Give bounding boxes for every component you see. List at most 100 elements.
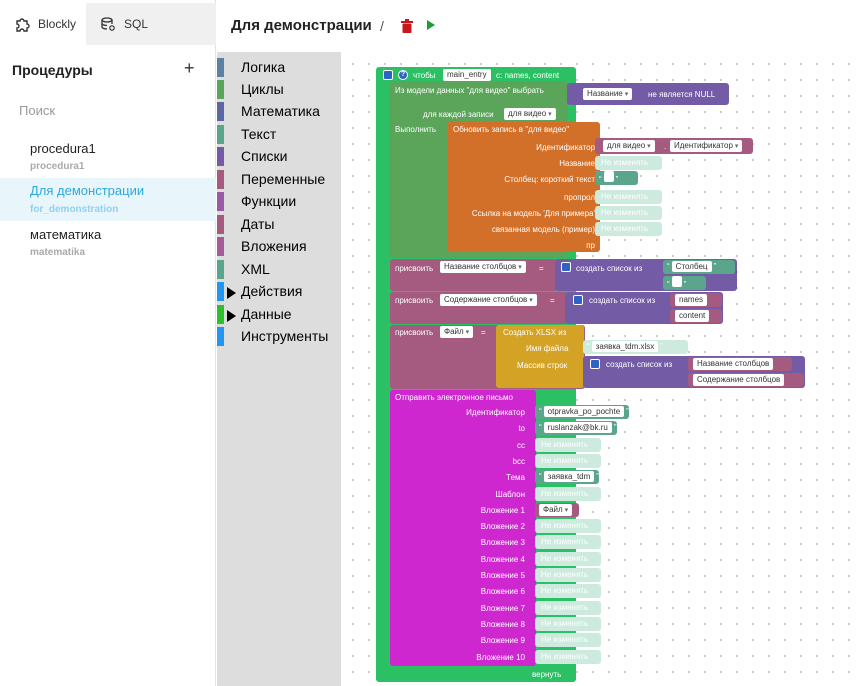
page-title: Для демонстрации bbox=[231, 17, 372, 34]
placeholder-no-change[interactable]: Не изменять bbox=[595, 222, 662, 236]
database-icon bbox=[101, 17, 115, 31]
condition-text: не является NULL bbox=[648, 90, 716, 99]
search-input[interactable] bbox=[10, 96, 206, 124]
placeholder-no-change[interactable]: Не изменять bbox=[535, 519, 601, 534]
tab-blockly[interactable]: Blockly bbox=[0, 3, 86, 45]
toolbox-category[interactable]: Действия bbox=[217, 280, 341, 301]
gear-icon[interactable] bbox=[590, 359, 600, 369]
toolbox-category[interactable]: Текст bbox=[217, 123, 341, 144]
function-params: с: names, content bbox=[496, 71, 560, 80]
text-block[interactable]: “заявка_tdm” bbox=[535, 470, 599, 485]
placeholder-no-change[interactable]: Не изменять bbox=[535, 568, 601, 582]
text-field-column[interactable]: Столбец bbox=[671, 261, 712, 272]
email-text-field[interactable]: заявка_tdm bbox=[543, 471, 595, 483]
procedure-slug: matematika bbox=[30, 247, 86, 258]
add-procedure-button[interactable]: + bbox=[184, 58, 195, 78]
text-block-filename[interactable]: “заявка_tdm.xlsx” bbox=[583, 340, 688, 354]
placeholder-no-change[interactable]: Не изменять bbox=[595, 206, 662, 220]
email-text-field[interactable]: otpravka_po_pochte bbox=[543, 406, 625, 417]
category-label: Текст bbox=[241, 126, 277, 142]
send-email-block[interactable] bbox=[390, 390, 536, 666]
var-content-item[interactable]: Содержание столбцов bbox=[693, 374, 785, 386]
var-names-item[interactable]: Название столбцов bbox=[693, 358, 774, 370]
email-text-field[interactable]: ruslanzak@bk.ru bbox=[543, 422, 612, 434]
placeholder-no-change[interactable]: Не изменять bbox=[535, 600, 601, 615]
toolbox-category[interactable]: Функции bbox=[217, 190, 341, 211]
text-field-empty[interactable] bbox=[671, 276, 682, 287]
toolbox-category[interactable]: Данные bbox=[217, 303, 341, 324]
placeholder-no-change[interactable]: Не изменять bbox=[595, 190, 662, 204]
email-field-label: Вложение 9 bbox=[480, 636, 525, 646]
var-names-dropdown[interactable]: Название столбцов bbox=[440, 261, 526, 273]
foreach-label: для каждой записи bbox=[423, 110, 494, 119]
gear-icon[interactable] bbox=[383, 70, 393, 80]
procedure-name: Для демонстрации bbox=[30, 183, 145, 198]
tab-sql[interactable]: SQL bbox=[86, 3, 166, 45]
left-panel: Blockly SQL Процедуры + procedura1 proce… bbox=[0, 0, 216, 686]
category-label: Логика bbox=[241, 59, 286, 75]
toolbox-category[interactable]: Циклы bbox=[217, 78, 341, 99]
placeholder-no-change[interactable]: Не изменять bbox=[535, 633, 601, 648]
procedure-item[interactable]: математика matematika bbox=[0, 224, 216, 267]
toolbox-category[interactable]: Даты bbox=[217, 213, 341, 234]
tab-bar: Blockly SQL bbox=[0, 3, 216, 45]
foreach-field-dropdown[interactable]: для видео bbox=[504, 108, 556, 120]
text-field-empty[interactable] bbox=[603, 171, 614, 182]
var-content-item[interactable]: content bbox=[675, 310, 710, 322]
text-block[interactable]: “ruslanzak@bk.ru” bbox=[535, 421, 617, 436]
text-block-empty[interactable]: “” bbox=[663, 276, 706, 290]
expand-arrow-icon[interactable] bbox=[227, 310, 236, 322]
text-block-empty[interactable]: “” bbox=[595, 171, 638, 185]
toolbox-category[interactable]: Инструменты bbox=[217, 325, 341, 346]
category-label: Данные bbox=[241, 306, 292, 322]
placeholder-no-change[interactable]: Не изменять bbox=[535, 453, 601, 468]
placeholder-no-change[interactable]: Не изменять bbox=[535, 486, 601, 501]
gear-icon[interactable] bbox=[561, 262, 571, 272]
category-color-bar bbox=[217, 305, 224, 324]
expand-arrow-icon[interactable] bbox=[227, 287, 236, 299]
text-block-column[interactable]: “Столбец” bbox=[663, 260, 735, 274]
procedure-item[interactable]: procedura1 procedura1 bbox=[0, 138, 216, 181]
toolbox-category[interactable]: Списки bbox=[217, 145, 341, 166]
email-field-label: Вложение 3 bbox=[480, 538, 525, 548]
var-names-item[interactable]: names bbox=[675, 294, 708, 306]
help-icon[interactable]: ? bbox=[398, 70, 408, 80]
email-field-label: Вложение 6 bbox=[480, 587, 525, 597]
toolbox-category[interactable]: Переменные bbox=[217, 168, 341, 189]
category-label: Функции bbox=[241, 193, 297, 209]
condition-field-dropdown[interactable]: Название bbox=[583, 88, 633, 100]
update-record-block[interactable] bbox=[447, 122, 600, 252]
var-content-dropdown[interactable]: Содержание столбцов bbox=[440, 294, 537, 306]
blockly-workspace[interactable]: ? чтобы main_entry с: names, content Из … bbox=[341, 52, 862, 686]
eq-sign: = bbox=[539, 264, 544, 273]
email-field-label: Вложение 7 bbox=[480, 603, 525, 613]
placeholder-no-change[interactable]: Не изменять bbox=[535, 437, 601, 452]
procedure-item-selected[interactable]: Для демонстрации for_demonstration bbox=[0, 178, 216, 221]
xlsx-filename-field[interactable]: заявка_tdm.xlsx bbox=[591, 341, 659, 352]
placeholder-no-change[interactable]: Не изменять bbox=[535, 535, 601, 550]
toolbox-category[interactable]: Логика bbox=[217, 56, 341, 77]
placeholder-no-change[interactable]: Не изменять bbox=[535, 649, 601, 664]
category-label: XML bbox=[241, 261, 270, 277]
gear-icon[interactable] bbox=[573, 295, 583, 305]
placeholder-no-change[interactable]: Не изменять bbox=[595, 156, 662, 170]
id-field-dropdown[interactable]: Идентификатор bbox=[670, 140, 743, 152]
trash-icon[interactable] bbox=[401, 19, 413, 33]
placeholder-no-change[interactable]: Не изменять bbox=[535, 616, 601, 631]
function-name-field[interactable]: main_entry bbox=[443, 69, 491, 81]
placeholder-no-change[interactable]: Не изменять bbox=[535, 584, 601, 599]
id-dot: . bbox=[664, 142, 667, 151]
text-block[interactable]: “otpravka_po_pochte” bbox=[535, 405, 629, 419]
placeholder-no-change[interactable]: Не изменять bbox=[535, 551, 601, 566]
toolbox-category[interactable]: Математика bbox=[217, 100, 341, 121]
run-button[interactable] bbox=[427, 20, 435, 30]
id-model-dropdown[interactable]: для видео bbox=[603, 140, 655, 152]
create-xlsx-block[interactable] bbox=[496, 325, 584, 388]
tab-blockly-label: Blockly bbox=[38, 17, 77, 31]
toolbox-category[interactable]: Вложения bbox=[217, 235, 341, 256]
category-label: Переменные bbox=[241, 171, 326, 187]
var-file-dropdown[interactable]: Файл bbox=[440, 326, 474, 338]
attachment-var-dropdown[interactable]: Файл bbox=[539, 503, 573, 516]
toolbox-category[interactable]: XML bbox=[217, 258, 341, 279]
